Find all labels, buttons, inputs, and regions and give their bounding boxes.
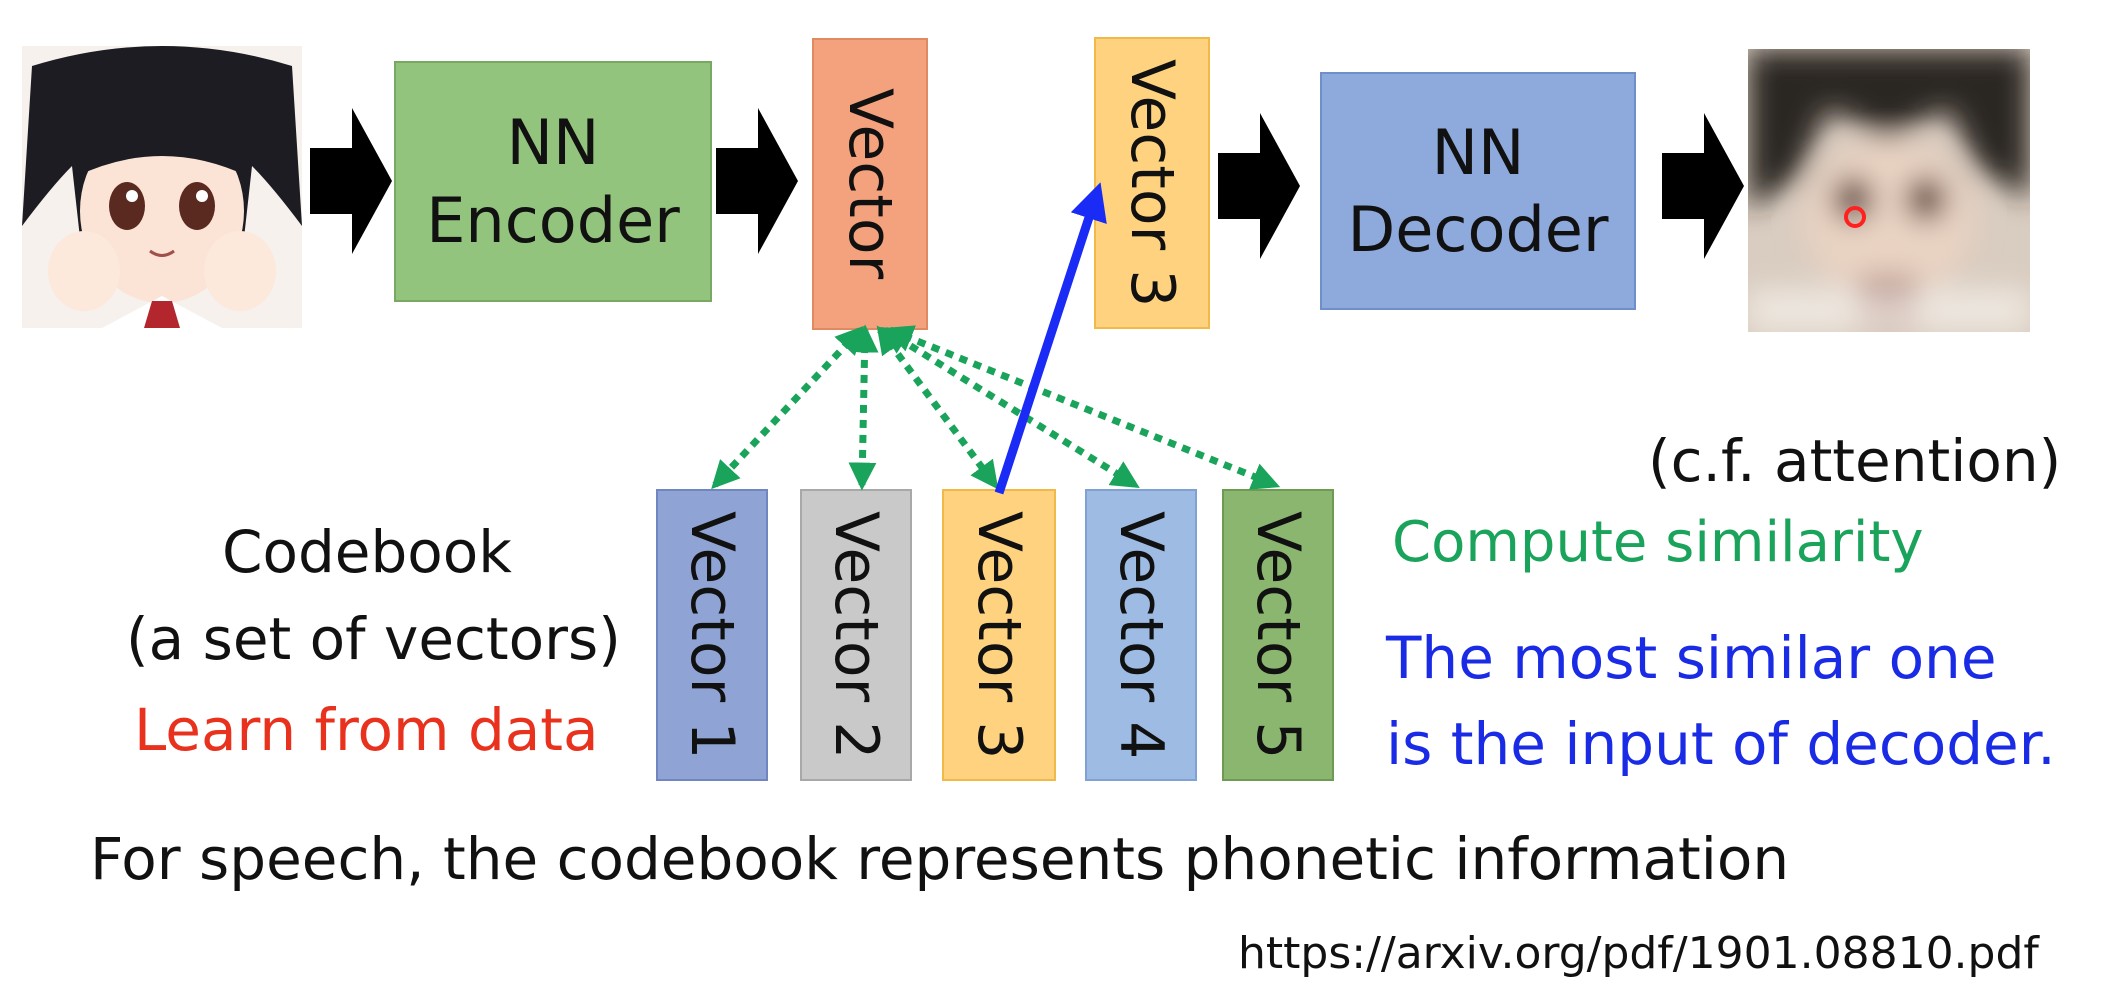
compute-similarity-label: Compute similarity [1392, 510, 1924, 575]
similarity-arrow-3 [876, 325, 999, 490]
decoder-label-line1: NN [1431, 115, 1525, 189]
codebook-vector-5: Vector 5 [1222, 489, 1334, 781]
cf-attention-label: (c.f. attention) [1648, 427, 2062, 495]
similarity-arrow-5 [884, 325, 1281, 490]
arrow-right-icon [716, 108, 798, 254]
nn-encoder-box: NN Encoder [394, 61, 712, 302]
nn-decoder-box: NN Decoder [1320, 72, 1636, 310]
selection-arrow [994, 182, 1107, 495]
similarity-arrow-1 [711, 325, 864, 490]
codebook-vector-1-label: Vector 1 [677, 510, 747, 760]
encoder-label-line2: Encoder [426, 183, 680, 257]
source-url: https://arxiv.org/pdf/1901.08810.pdf [1238, 928, 2039, 979]
selected-vector-label: Vector 3 [1117, 58, 1187, 308]
similarity-arrow-2 [848, 324, 879, 491]
codebook-vector-1: Vector 1 [656, 489, 768, 781]
output-image [1748, 49, 2030, 332]
vector-label: Vector [835, 88, 905, 280]
input-image [22, 46, 302, 328]
most-similar-line1: The most similar one [1386, 624, 1997, 692]
selected-vector: Vector 3 [1094, 37, 1210, 329]
codebook-vector-3: Vector 3 [942, 489, 1056, 781]
arrow-right-icon [1662, 113, 1744, 259]
encoder-label-line1: NN [506, 106, 600, 179]
decoder-label-line2: Decoder [1347, 193, 1609, 266]
arrow-right-icon [310, 108, 392, 254]
codebook-note: Learn from data [134, 696, 599, 764]
speech-note: For speech, the codebook represents phon… [90, 825, 1790, 893]
most-similar-line2: is the input of decoder. [1386, 710, 2056, 778]
codebook-subtitle: (a set of vectors) [126, 605, 621, 673]
codebook-vector-3-label: Vector 3 [964, 510, 1034, 760]
codebook-vector-2-label: Vector 2 [821, 510, 891, 760]
codebook-vector-2: Vector 2 [800, 489, 912, 781]
codebook-vector-4: Vector 4 [1085, 489, 1197, 781]
codebook-title: Codebook [222, 518, 512, 586]
arrow-right-icon [1218, 113, 1300, 259]
codebook-vector-5-label: Vector 5 [1243, 510, 1313, 760]
codebook-vector-4-label: Vector 4 [1106, 510, 1176, 760]
